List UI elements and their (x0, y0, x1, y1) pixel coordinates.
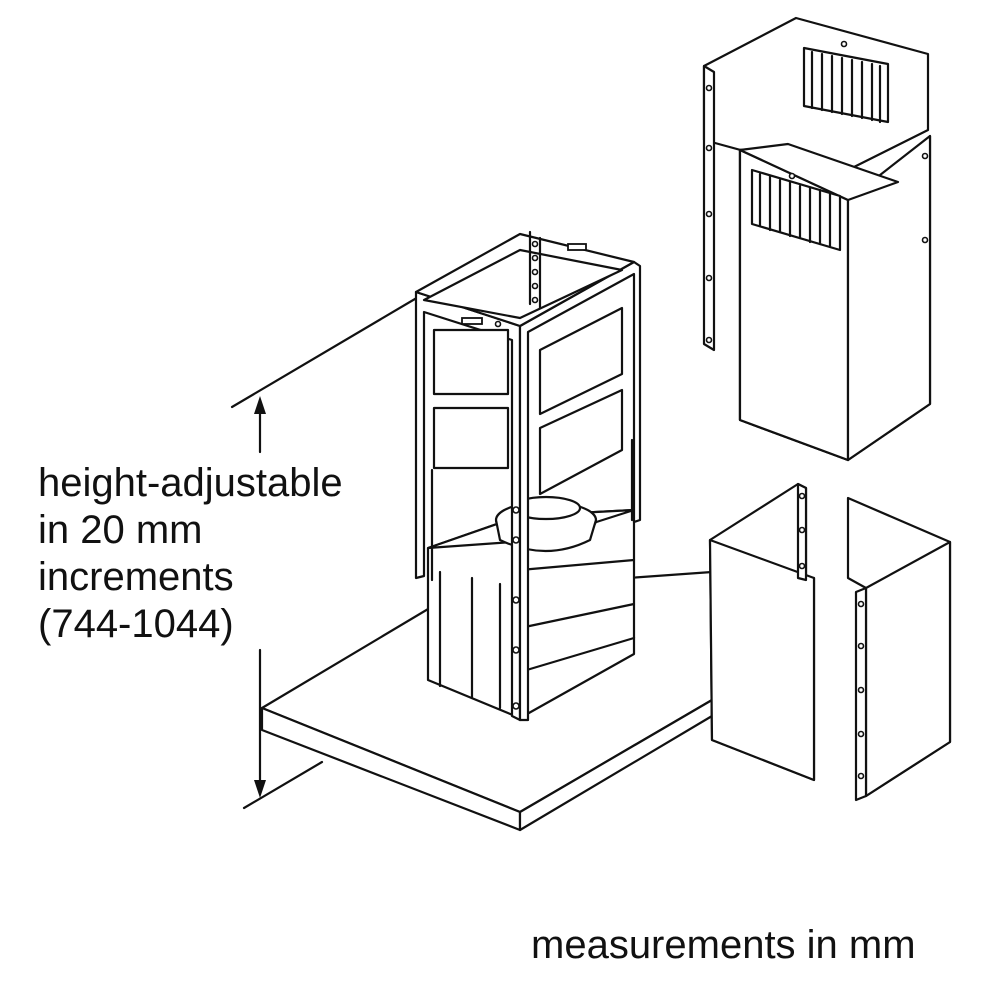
upper-chimney-rear (702, 16, 930, 352)
support-frame (414, 230, 642, 722)
height-note-line-1: height-adjustable (38, 461, 343, 505)
height-note-line-4: (744-1044) (38, 602, 234, 646)
height-dimension (230, 294, 422, 810)
blower-housing (426, 495, 636, 720)
lower-chimney-right (846, 496, 952, 802)
height-adjustment-note: height-adjustable in 20 mm increments (7… (38, 460, 343, 648)
arrowhead-top (254, 396, 266, 414)
units-note: measurements in mm (531, 923, 916, 967)
arrowhead-bottom (254, 780, 266, 798)
height-note-line-3: increments (38, 555, 234, 599)
upper-chimney-front (738, 134, 932, 462)
lower-chimney-left (708, 482, 816, 782)
height-note-line-2: in 20 mm (38, 508, 203, 552)
